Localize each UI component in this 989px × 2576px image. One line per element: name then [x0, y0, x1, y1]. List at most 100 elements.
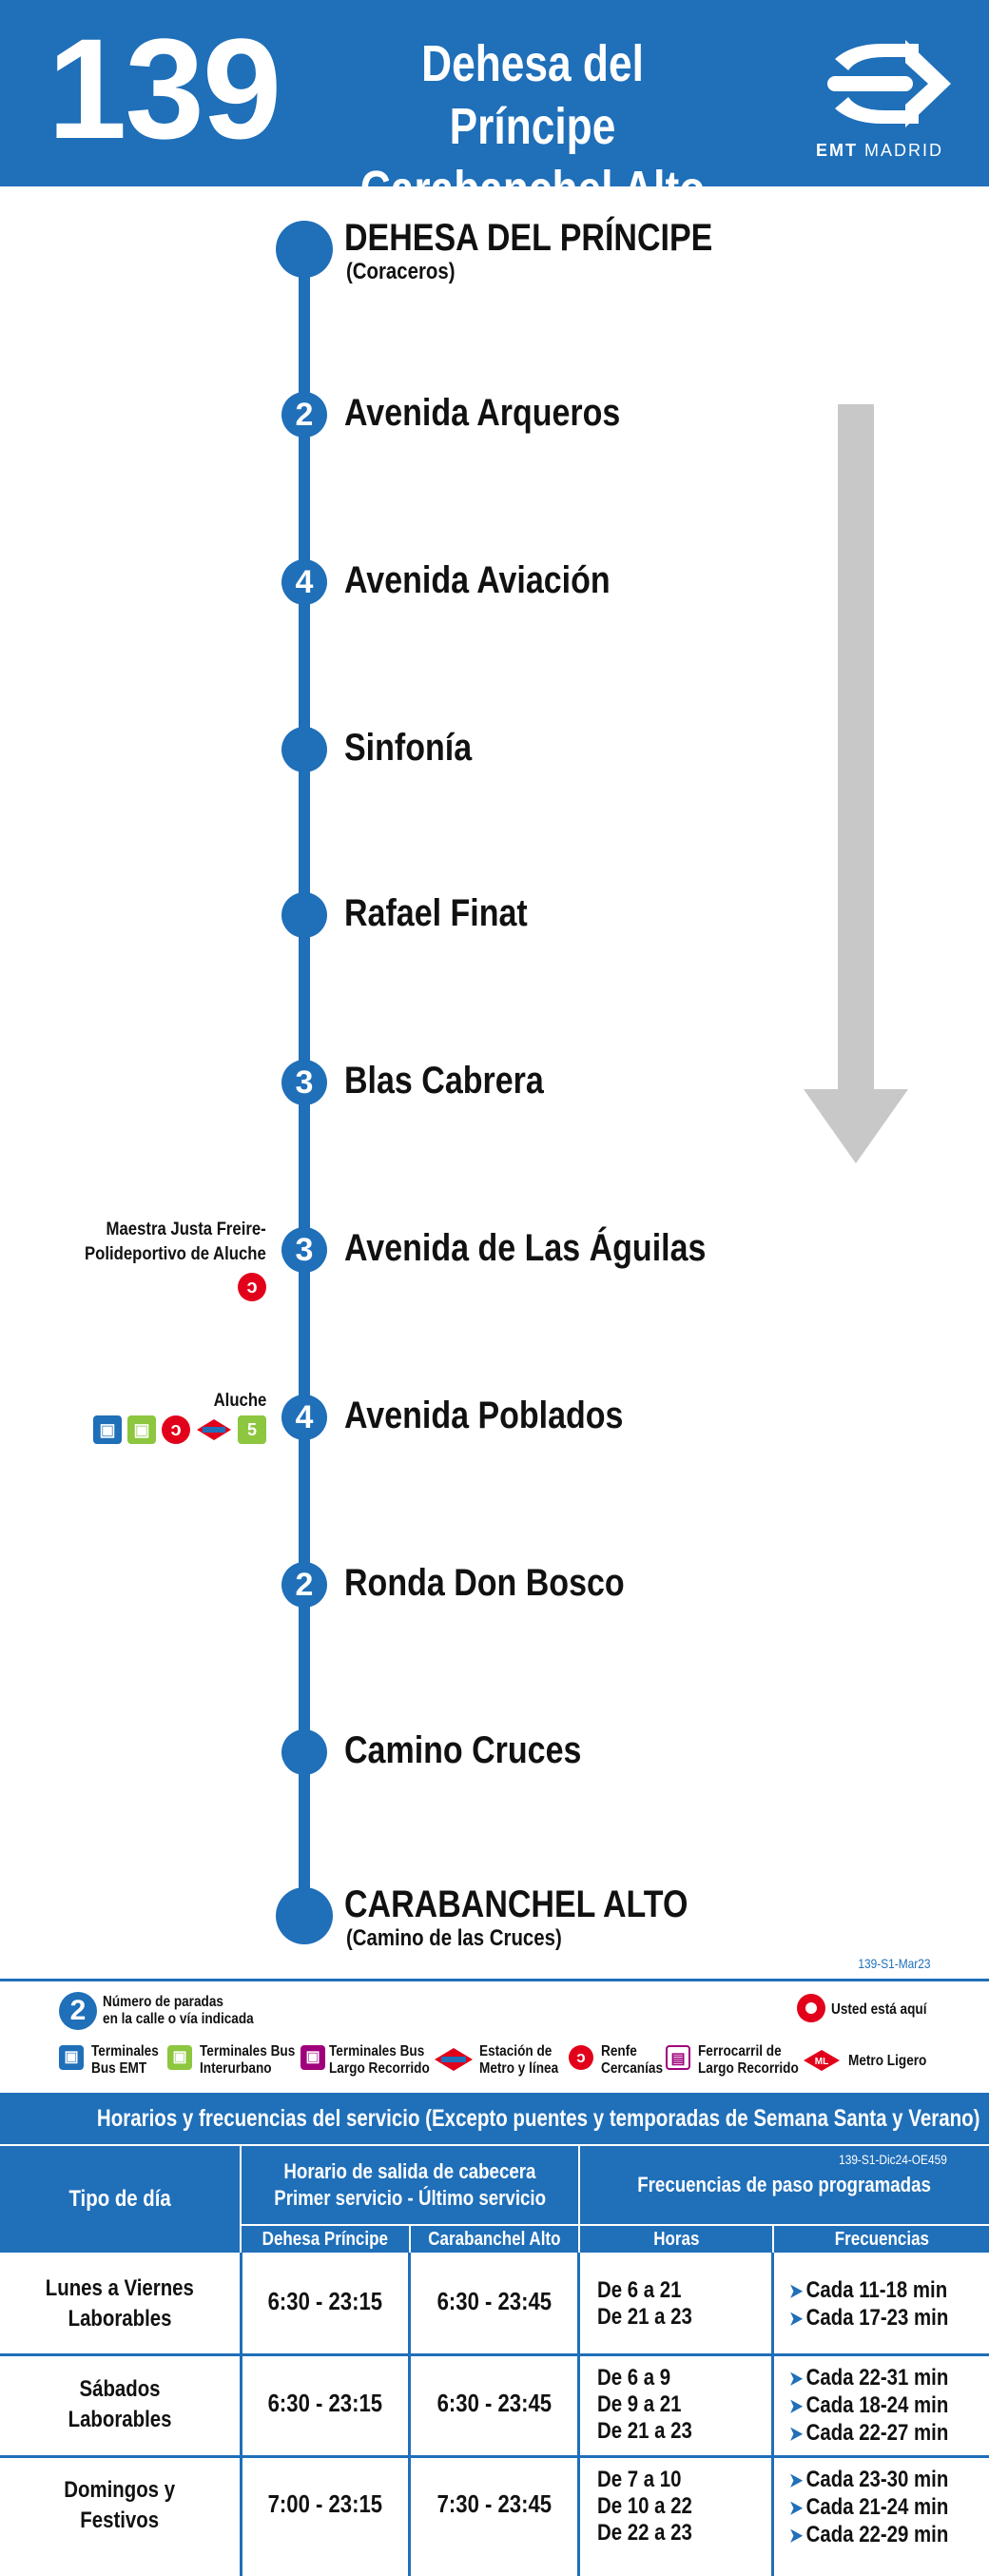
table-divider: [771, 2253, 774, 2576]
table-row-dest: 6:30 - 23:45: [436, 2287, 552, 2315]
metro-icon: [197, 1419, 231, 1440]
train-icon: ▤: [666, 2045, 690, 2070]
stop-name: Rafael Finat: [344, 892, 528, 934]
long-distance-bus-icon: ▣: [301, 2045, 325, 2070]
stop-count-badge: 2: [281, 392, 327, 438]
connection-icons: ▣ ▣ ↄ 5: [93, 1414, 266, 1446]
table-divider: [0, 2353, 989, 2356]
arrow-icon: ➤: [789, 2369, 804, 2390]
bus-icon: ▣: [59, 2045, 84, 2070]
stop-count-badge: 4: [281, 1395, 327, 1440]
emt-logo: EMT MADRID: [799, 38, 960, 162]
stop-name: Camino Cruces: [344, 1729, 582, 1771]
arrow-icon: ➤: [789, 2309, 804, 2330]
terminal-dot-icon: [276, 1887, 333, 1944]
col-freq-group-header: Frecuencias de paso programadas: [580, 2146, 989, 2224]
route-title-line2: Carabanchel Alto: [359, 161, 706, 218]
table-divider: [240, 2253, 242, 2576]
arrow-icon: ➤: [789, 2498, 804, 2519]
stop-name: Avenida Arqueros: [344, 392, 621, 434]
stop-count-badge: 3: [281, 1227, 327, 1273]
stop-subtitle: (Camino de las Cruces): [346, 1925, 562, 1951]
header-divider: [242, 2224, 989, 2226]
table-row-dest: 7:30 - 23:45: [436, 2489, 552, 2518]
brand-label: EMT MADRID: [815, 141, 943, 160]
terminal-dot-icon: [276, 221, 333, 278]
route-code: 139-S1-Mar23: [857, 1956, 930, 1971]
route-title: Dehesa del Príncipe Carabanchel Alto: [353, 32, 711, 221]
header-divider: [578, 2146, 580, 2253]
arrow-icon: ➤: [789, 2281, 804, 2302]
table-row-origin: 7:00 - 23:15: [267, 2489, 383, 2518]
renfe-icon: ↄ: [569, 2045, 593, 2070]
svg-text:ML: ML: [815, 2057, 828, 2067]
arrow-icon: ➤: [789, 2470, 804, 2491]
you-are-here-icon: [797, 1994, 825, 2022]
table-row-freqs: ➤Cada 11-18 min ➤Cada 17-23 min: [789, 2277, 949, 2331]
stop-dot-icon: [281, 892, 327, 938]
renfe-icon: ↄ: [162, 1415, 190, 1444]
stop-name: Avenida Poblados: [344, 1395, 624, 1436]
header-band: 139 Dehesa del Príncipe Carabanchel Alto…: [0, 0, 989, 218]
stop-subtitle: (Coraceros): [346, 259, 456, 284]
col-hours-header: Horas: [580, 2226, 772, 2253]
stop-name: DEHESA DEL PRÍNCIPE: [344, 217, 713, 259]
renfe-icon: ↄ: [238, 1273, 266, 1301]
table-divider: [577, 2253, 580, 2576]
direction-arrow-icon: [799, 404, 913, 1165]
timetable-code: 139-S1-Dic24-OE459: [839, 2152, 947, 2167]
stop-count-badge: 2: [281, 1562, 327, 1608]
connection-label: Maestra Justa Freire- Polideportivo de A…: [85, 1220, 266, 1264]
header-divider: [409, 2224, 411, 2253]
stop-count-badge: 4: [281, 559, 327, 605]
table-row-origin: 6:30 - 23:15: [267, 2287, 383, 2315]
stop-count-badge: 3: [281, 1060, 327, 1105]
col-dest-header: Carabanchel Alto: [411, 2226, 578, 2253]
col-origin-header: Dehesa Príncipe: [242, 2226, 409, 2253]
metro-line-badge: 5: [238, 1415, 266, 1444]
legend-count-label: Número de paradas en la calle o vía indi…: [103, 1994, 254, 2027]
legend-item-light-rail: Metro Ligero: [848, 2053, 927, 2069]
you-are-here-label: Usted está aquí: [831, 2001, 927, 2018]
stop-name: Avenida de Las Águilas: [344, 1227, 707, 1269]
metro-icon: [435, 2048, 473, 2071]
table-row-dest: 6:30 - 23:45: [436, 2389, 552, 2417]
table-row-freqs: ➤Cada 23-30 min ➤Cada 21-24 min ➤Cada 22…: [789, 2467, 949, 2547]
stop-name: CARABANCHEL ALTO: [344, 1883, 688, 1925]
col-schedule-header: Horario de salida de cabecera Primer ser…: [242, 2146, 578, 2224]
arrow-icon: ➤: [789, 2526, 804, 2547]
timetable-title: Horarios y frecuencias del servicio (Exc…: [0, 2093, 989, 2144]
interurban-bus-icon: ▣: [127, 1415, 156, 1444]
stop-dot-icon: [281, 1729, 327, 1775]
interurban-bus-icon: ▣: [167, 2045, 192, 2070]
bus-icon: ▣: [93, 1415, 122, 1444]
line-number: 139: [48, 9, 281, 168]
connection-label: Aluche: [213, 1391, 266, 1411]
col-freq-header: Frecuencias: [774, 2226, 989, 2253]
table-row-origin: 6:30 - 23:15: [267, 2389, 383, 2417]
route-title-line1: Dehesa del Príncipe: [421, 35, 644, 155]
stop-dot-icon: [281, 727, 327, 772]
table-divider: [408, 2253, 411, 2576]
table-row-freqs: ➤Cada 22-31 min ➤Cada 18-24 min ➤Cada 22…: [789, 2365, 949, 2446]
header-divider: [772, 2224, 774, 2253]
table-divider: [0, 2455, 989, 2458]
emt-logo-icon: [827, 40, 951, 127]
stop-name: Blas Cabrera: [344, 1060, 544, 1102]
header-divider: [240, 2146, 242, 2253]
light-rail-icon: ML: [804, 2050, 840, 2071]
stop-name: Sinfonía: [344, 727, 473, 769]
arrow-icon: ➤: [789, 2396, 804, 2417]
legend-count-badge: 2: [59, 1992, 97, 2030]
legend-divider: [0, 1979, 989, 1981]
